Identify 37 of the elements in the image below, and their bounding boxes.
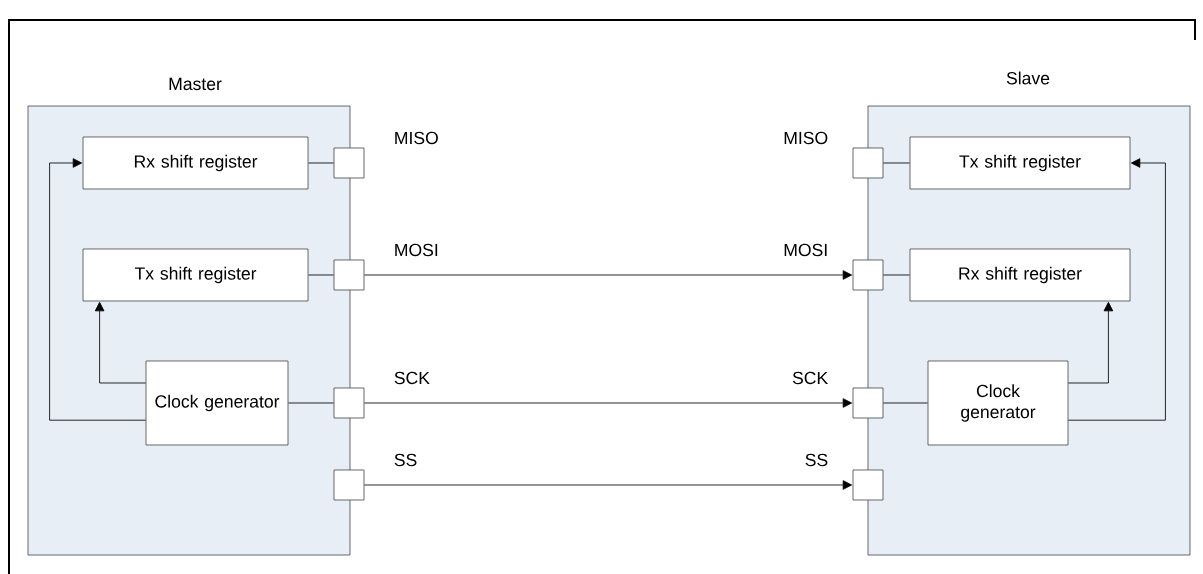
process-box: Rx shift register (82, 136, 309, 190)
process-box: Rx shift register (909, 248, 1131, 302)
signal-label: SCK (792, 371, 828, 385)
connector-line (288, 402, 334, 404)
arrow (364, 270, 853, 280)
port-square (852, 387, 884, 419)
block-heading: Master (169, 77, 222, 91)
signal-label: SS (394, 453, 417, 467)
process-box: Clock generator (927, 360, 1069, 446)
port-square (852, 147, 884, 179)
connector-line (883, 402, 928, 404)
block-heading: Slave (1006, 71, 1050, 85)
port-square (333, 259, 365, 291)
signal-label: MISO (784, 131, 828, 145)
signal-label: SCK (394, 371, 430, 385)
signal-label: SS (805, 453, 828, 467)
arrow (364, 480, 853, 490)
connector-line (883, 162, 910, 164)
arrow (364, 398, 853, 408)
arrow (1068, 158, 1166, 421)
signal-label: MOSI (784, 243, 827, 257)
port-square (333, 387, 365, 419)
port-square (852, 259, 884, 291)
connector-line (308, 274, 334, 276)
connector-line (308, 162, 334, 164)
port-square (333, 469, 365, 501)
signal-label: MISO (395, 131, 438, 145)
port-square (852, 469, 884, 501)
process-box: Tx shift register (82, 248, 309, 302)
process-box: Tx shift register (909, 136, 1131, 190)
arrow (49, 158, 146, 421)
connector-line (883, 274, 910, 276)
signal-label: MOSI (395, 243, 438, 257)
arrow (94, 301, 146, 384)
arrow (1068, 301, 1114, 384)
process-box: Clock generator (145, 360, 289, 446)
port-square (333, 147, 365, 179)
